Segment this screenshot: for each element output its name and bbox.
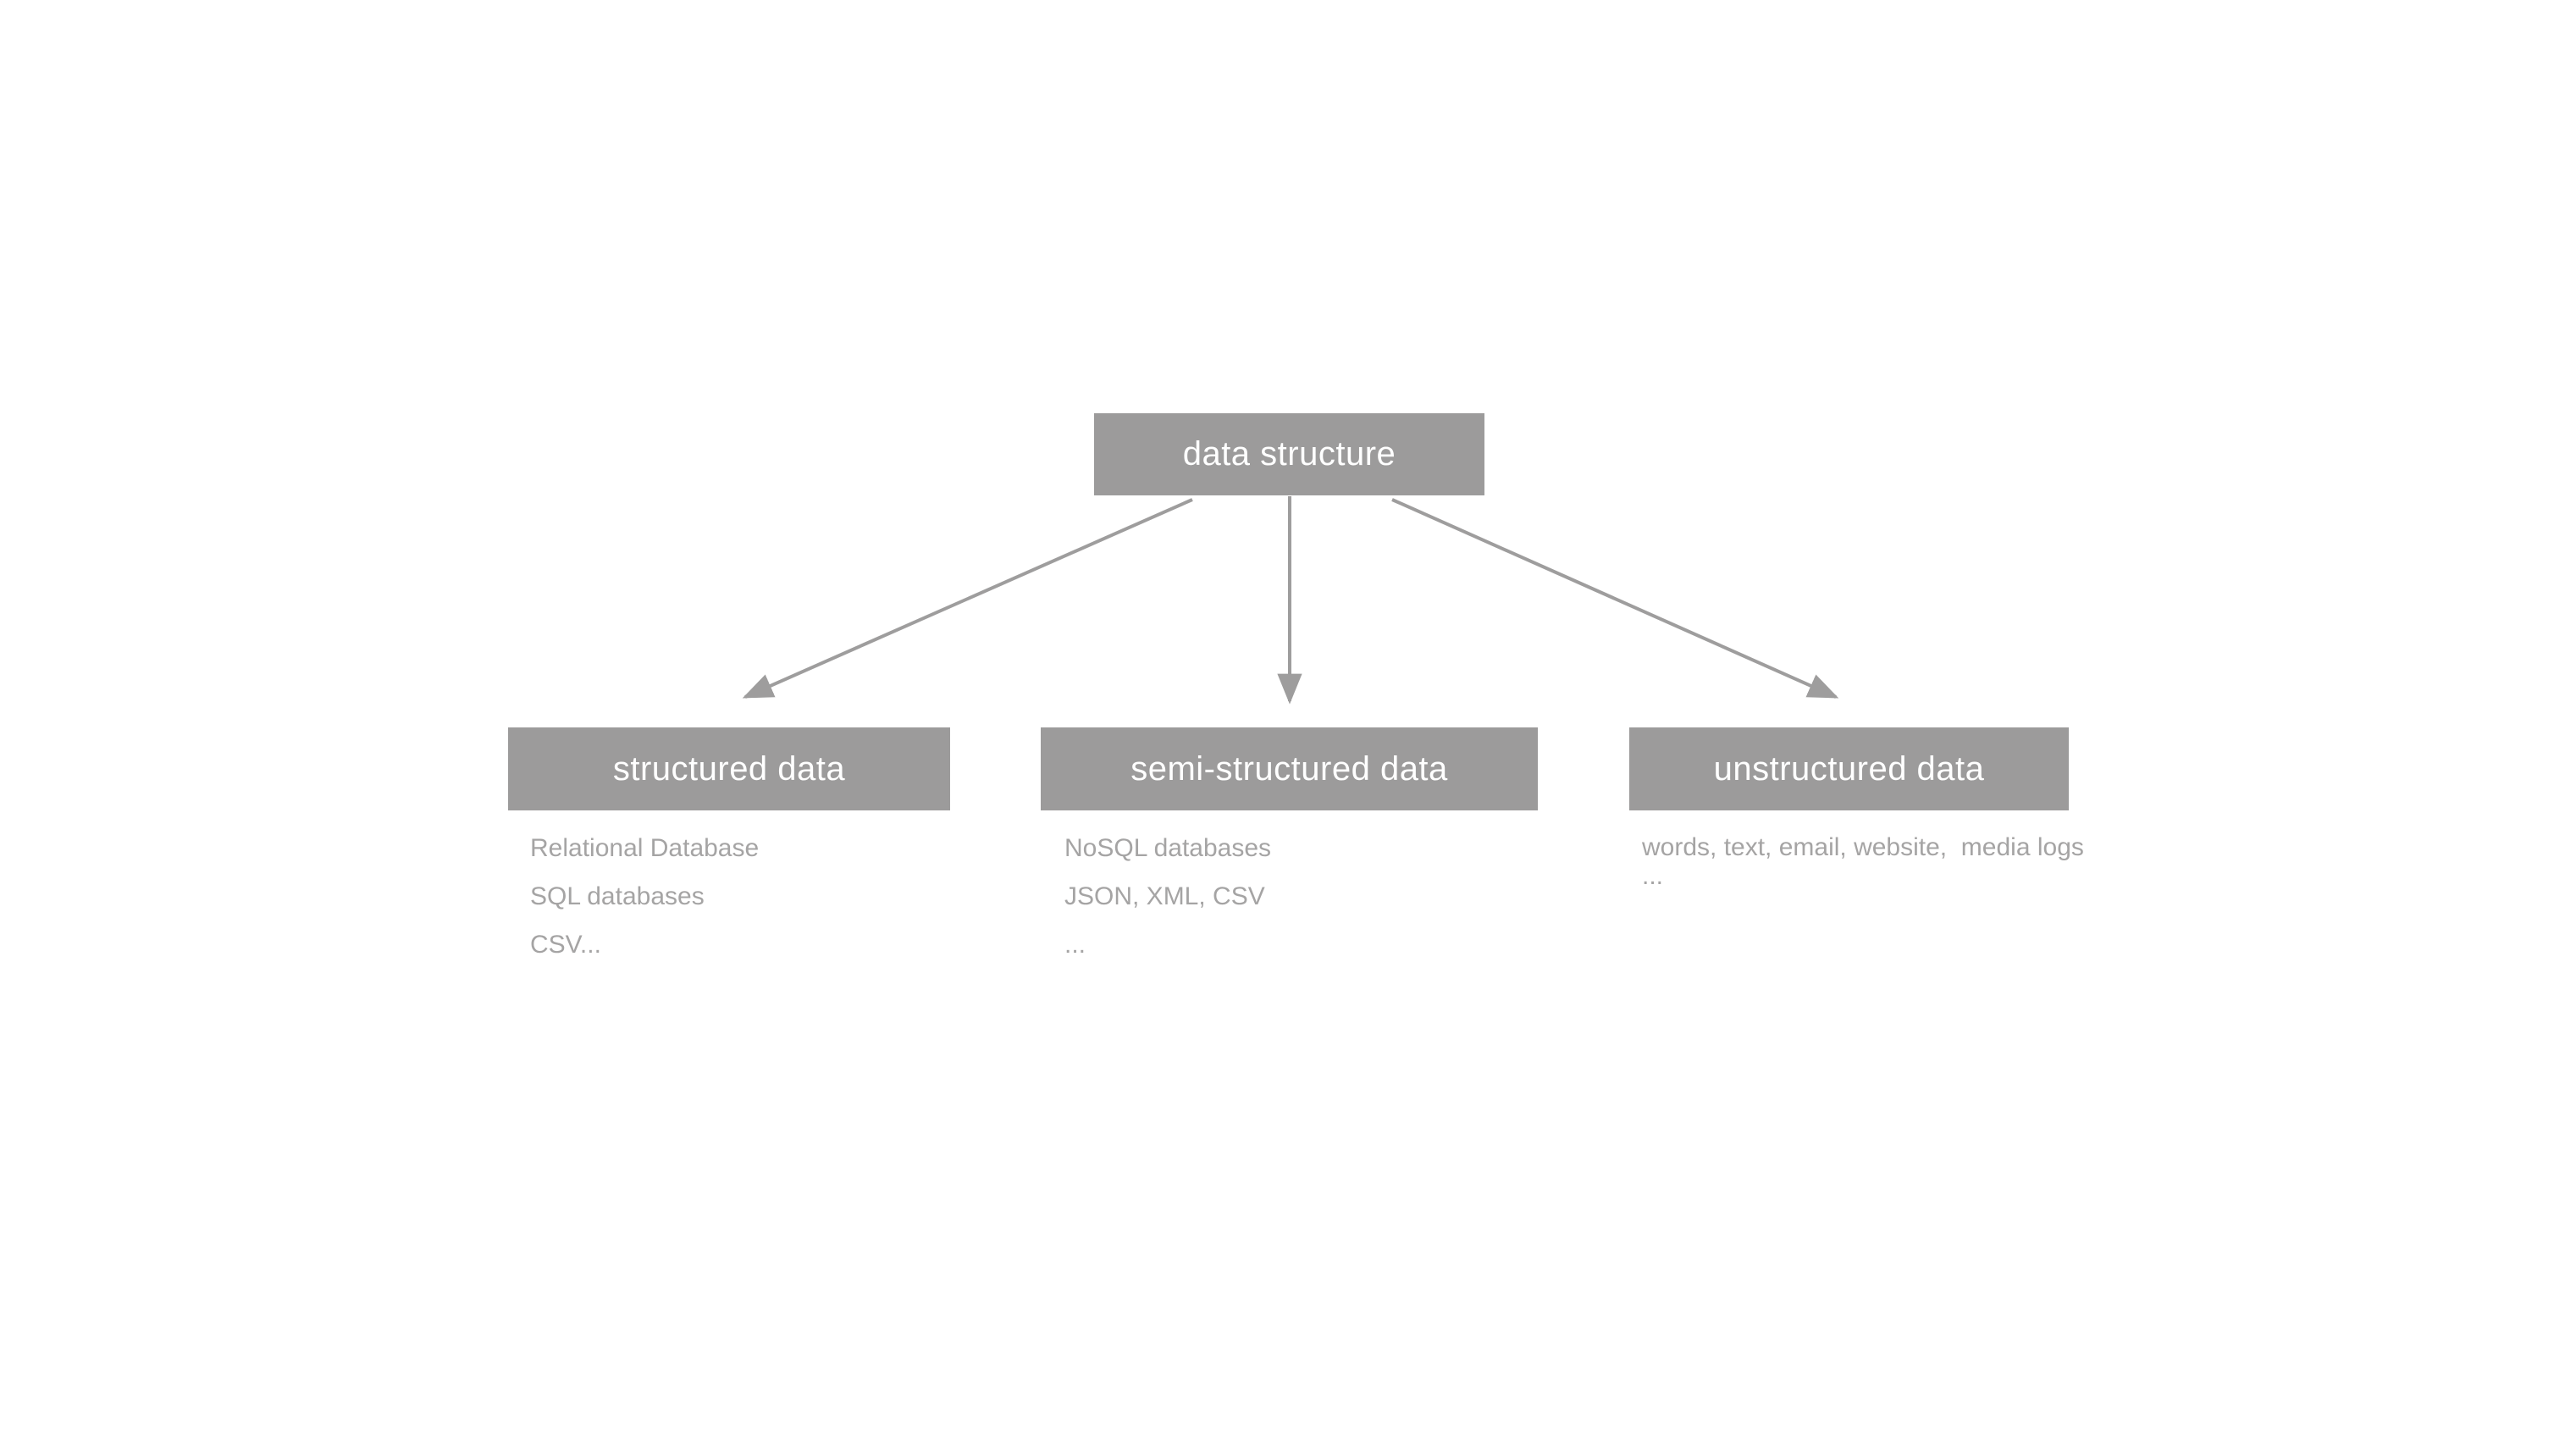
list-item: JSON, XML, CSV: [1064, 882, 1265, 910]
list-item: ...: [1064, 931, 1086, 959]
node-semi-structured-data: semi-structured data: [1041, 727, 1538, 810]
list-item: words, text, email, website, media logs: [1642, 833, 2084, 861]
node-structured-data-label: structured data: [612, 749, 846, 788]
node-unstructured-data: unstructured data: [1629, 727, 2069, 810]
arrow-root-to-structured: [742, 498, 1193, 699]
list-item: Relational Database: [530, 834, 760, 862]
arrow-root-to-unstructured: [1391, 498, 1839, 699]
unstructured-data-list: words, text, email, website, media logs …: [1642, 833, 2084, 891]
semi-structured-data-list: NoSQL databases JSON, XML, CSV ...: [1064, 830, 1271, 975]
node-structured-data: structured data: [508, 727, 950, 810]
list-item: CSV...: [530, 931, 601, 959]
list-item: SQL databases: [530, 882, 705, 910]
list-item: ...: [1642, 862, 1664, 890]
list-item: NoSQL databases: [1064, 834, 1272, 862]
structured-data-list: Relational Database SQL databases CSV...: [530, 830, 759, 975]
root-node-data-structure: data structure: [1094, 413, 1484, 495]
node-semi-structured-data-label: semi-structured data: [1130, 749, 1448, 788]
root-node-label: data structure: [1182, 435, 1396, 473]
node-unstructured-data-label: unstructured data: [1713, 749, 1985, 788]
